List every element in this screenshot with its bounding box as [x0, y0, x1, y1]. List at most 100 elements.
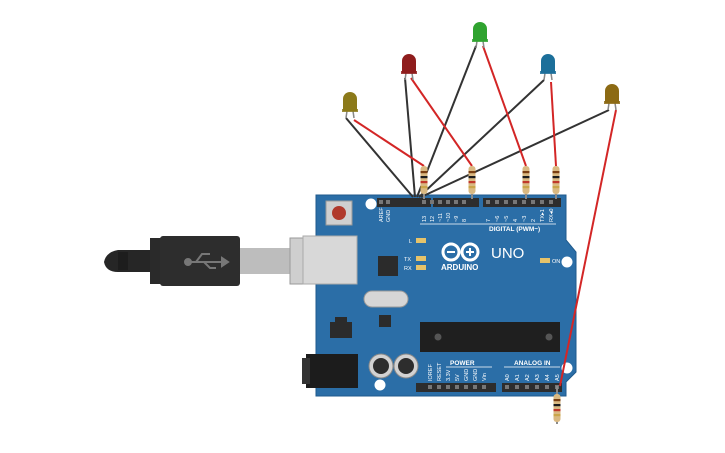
pin-label: ~11 — [438, 213, 444, 222]
pin-hole[interactable] — [422, 200, 426, 204]
digital-header-label: DIGITAL (PWM~) — [489, 226, 540, 233]
pin-label: A1 — [515, 374, 521, 381]
mount-hole — [365, 198, 377, 210]
pin-label: Vin — [482, 373, 488, 381]
atmega-chip — [420, 322, 560, 352]
pin-label: 12 — [430, 216, 436, 222]
pin-label: 8 — [462, 219, 468, 222]
resistor[interactable] — [468, 166, 476, 194]
signal-wire[interactable] — [550, 81, 557, 167]
arduino-logo — [441, 242, 480, 262]
pin-label: IOREF — [428, 364, 434, 381]
pin-hole[interactable] — [504, 200, 508, 204]
pin-hole[interactable] — [473, 385, 477, 389]
led-l — [416, 238, 426, 243]
header-analog — [502, 383, 562, 392]
ground-wire[interactable] — [420, 109, 610, 198]
ground-wire[interactable] — [345, 117, 414, 198]
header-top-left — [377, 198, 431, 207]
pin-hole[interactable] — [379, 200, 383, 204]
pin-label: RX◂0 — [549, 209, 555, 222]
usb-controller-chip — [378, 256, 398, 276]
pin-label: 2 — [531, 219, 537, 222]
signal-wire[interactable] — [353, 119, 425, 167]
power-header-label: POWER — [450, 360, 475, 367]
pin-label: A4 — [545, 374, 551, 381]
led-on-label: ON — [552, 259, 560, 265]
mount-hole — [374, 379, 386, 391]
top-pin-holes[interactable] — [379, 200, 553, 204]
pin-hole[interactable] — [437, 385, 441, 389]
pin-hole[interactable] — [446, 200, 450, 204]
signal-wire[interactable] — [559, 109, 617, 387]
pin-hole[interactable] — [540, 200, 544, 204]
pin-label: AREF — [379, 207, 385, 222]
pin-hole[interactable] — [549, 200, 553, 204]
pin-hole[interactable] — [455, 385, 459, 389]
led-blue[interactable] — [540, 54, 556, 81]
pin-label: TX▸1 — [540, 209, 546, 222]
model-label: UNO — [491, 245, 524, 262]
resistor[interactable] — [552, 166, 560, 194]
ground-wire[interactable] — [404, 77, 416, 198]
pin-hole[interactable] — [464, 385, 468, 389]
pin-hole[interactable] — [513, 200, 517, 204]
pin-label: ~6 — [495, 216, 501, 222]
pin-label: 3.3V — [446, 369, 452, 381]
pin-hole[interactable] — [454, 200, 458, 204]
led-tx — [416, 256, 426, 261]
pin-label: 5V — [455, 374, 461, 381]
led-tx-label: TX — [404, 257, 411, 263]
pin-label: A2 — [525, 374, 531, 381]
pin-hole[interactable] — [428, 385, 432, 389]
pin-hole[interactable] — [486, 200, 490, 204]
pin-label: ~10 — [446, 213, 452, 222]
pin-label: 7 — [486, 219, 492, 222]
reset-button[interactable] — [325, 200, 353, 226]
pin-label: A0 — [505, 374, 511, 381]
voltage-regulator — [330, 317, 352, 338]
pin-label: ~3 — [522, 216, 528, 222]
resistor[interactable] — [553, 394, 561, 422]
resistor[interactable] — [522, 166, 530, 194]
pin-hole[interactable] — [438, 200, 442, 204]
pin-hole[interactable] — [531, 200, 535, 204]
ground-wire[interactable] — [418, 79, 545, 198]
led-rx-label: RX — [404, 266, 412, 272]
pin-label: GND — [473, 369, 479, 381]
wires — [345, 45, 617, 424]
pin-hole[interactable] — [522, 200, 526, 204]
analog-header-label: ANALOG IN — [514, 360, 551, 367]
pin-hole[interactable] — [495, 200, 499, 204]
pin-hole[interactable] — [505, 385, 509, 389]
dc-power-jack[interactable] — [302, 354, 358, 388]
led-green[interactable] — [472, 22, 488, 49]
pin-label: 13 — [422, 216, 428, 222]
led-olive[interactable] — [342, 92, 358, 119]
pin-label: 4 — [513, 219, 519, 222]
resistor[interactable] — [420, 166, 428, 194]
signal-wire[interactable] — [410, 77, 473, 167]
pin-hole[interactable] — [446, 385, 450, 389]
pin-hole[interactable] — [482, 385, 486, 389]
capacitor — [368, 353, 394, 379]
mount-hole — [561, 256, 573, 268]
pin-hole[interactable] — [535, 385, 539, 389]
usb-port[interactable] — [302, 235, 358, 285]
led-amber[interactable] — [604, 84, 620, 111]
signal-wire[interactable] — [482, 45, 527, 167]
led-on — [540, 258, 550, 263]
led-red[interactable] — [401, 54, 417, 81]
pin-hole[interactable] — [545, 385, 549, 389]
brand-label: ARDUINO — [441, 263, 478, 272]
pin-hole[interactable] — [430, 200, 434, 204]
pin-hole[interactable] — [386, 200, 390, 204]
pin-hole[interactable] — [515, 385, 519, 389]
capacitor — [393, 353, 419, 379]
pin-hole[interactable] — [462, 200, 466, 204]
resistors — [420, 166, 561, 422]
pin-hole[interactable] — [525, 385, 529, 389]
